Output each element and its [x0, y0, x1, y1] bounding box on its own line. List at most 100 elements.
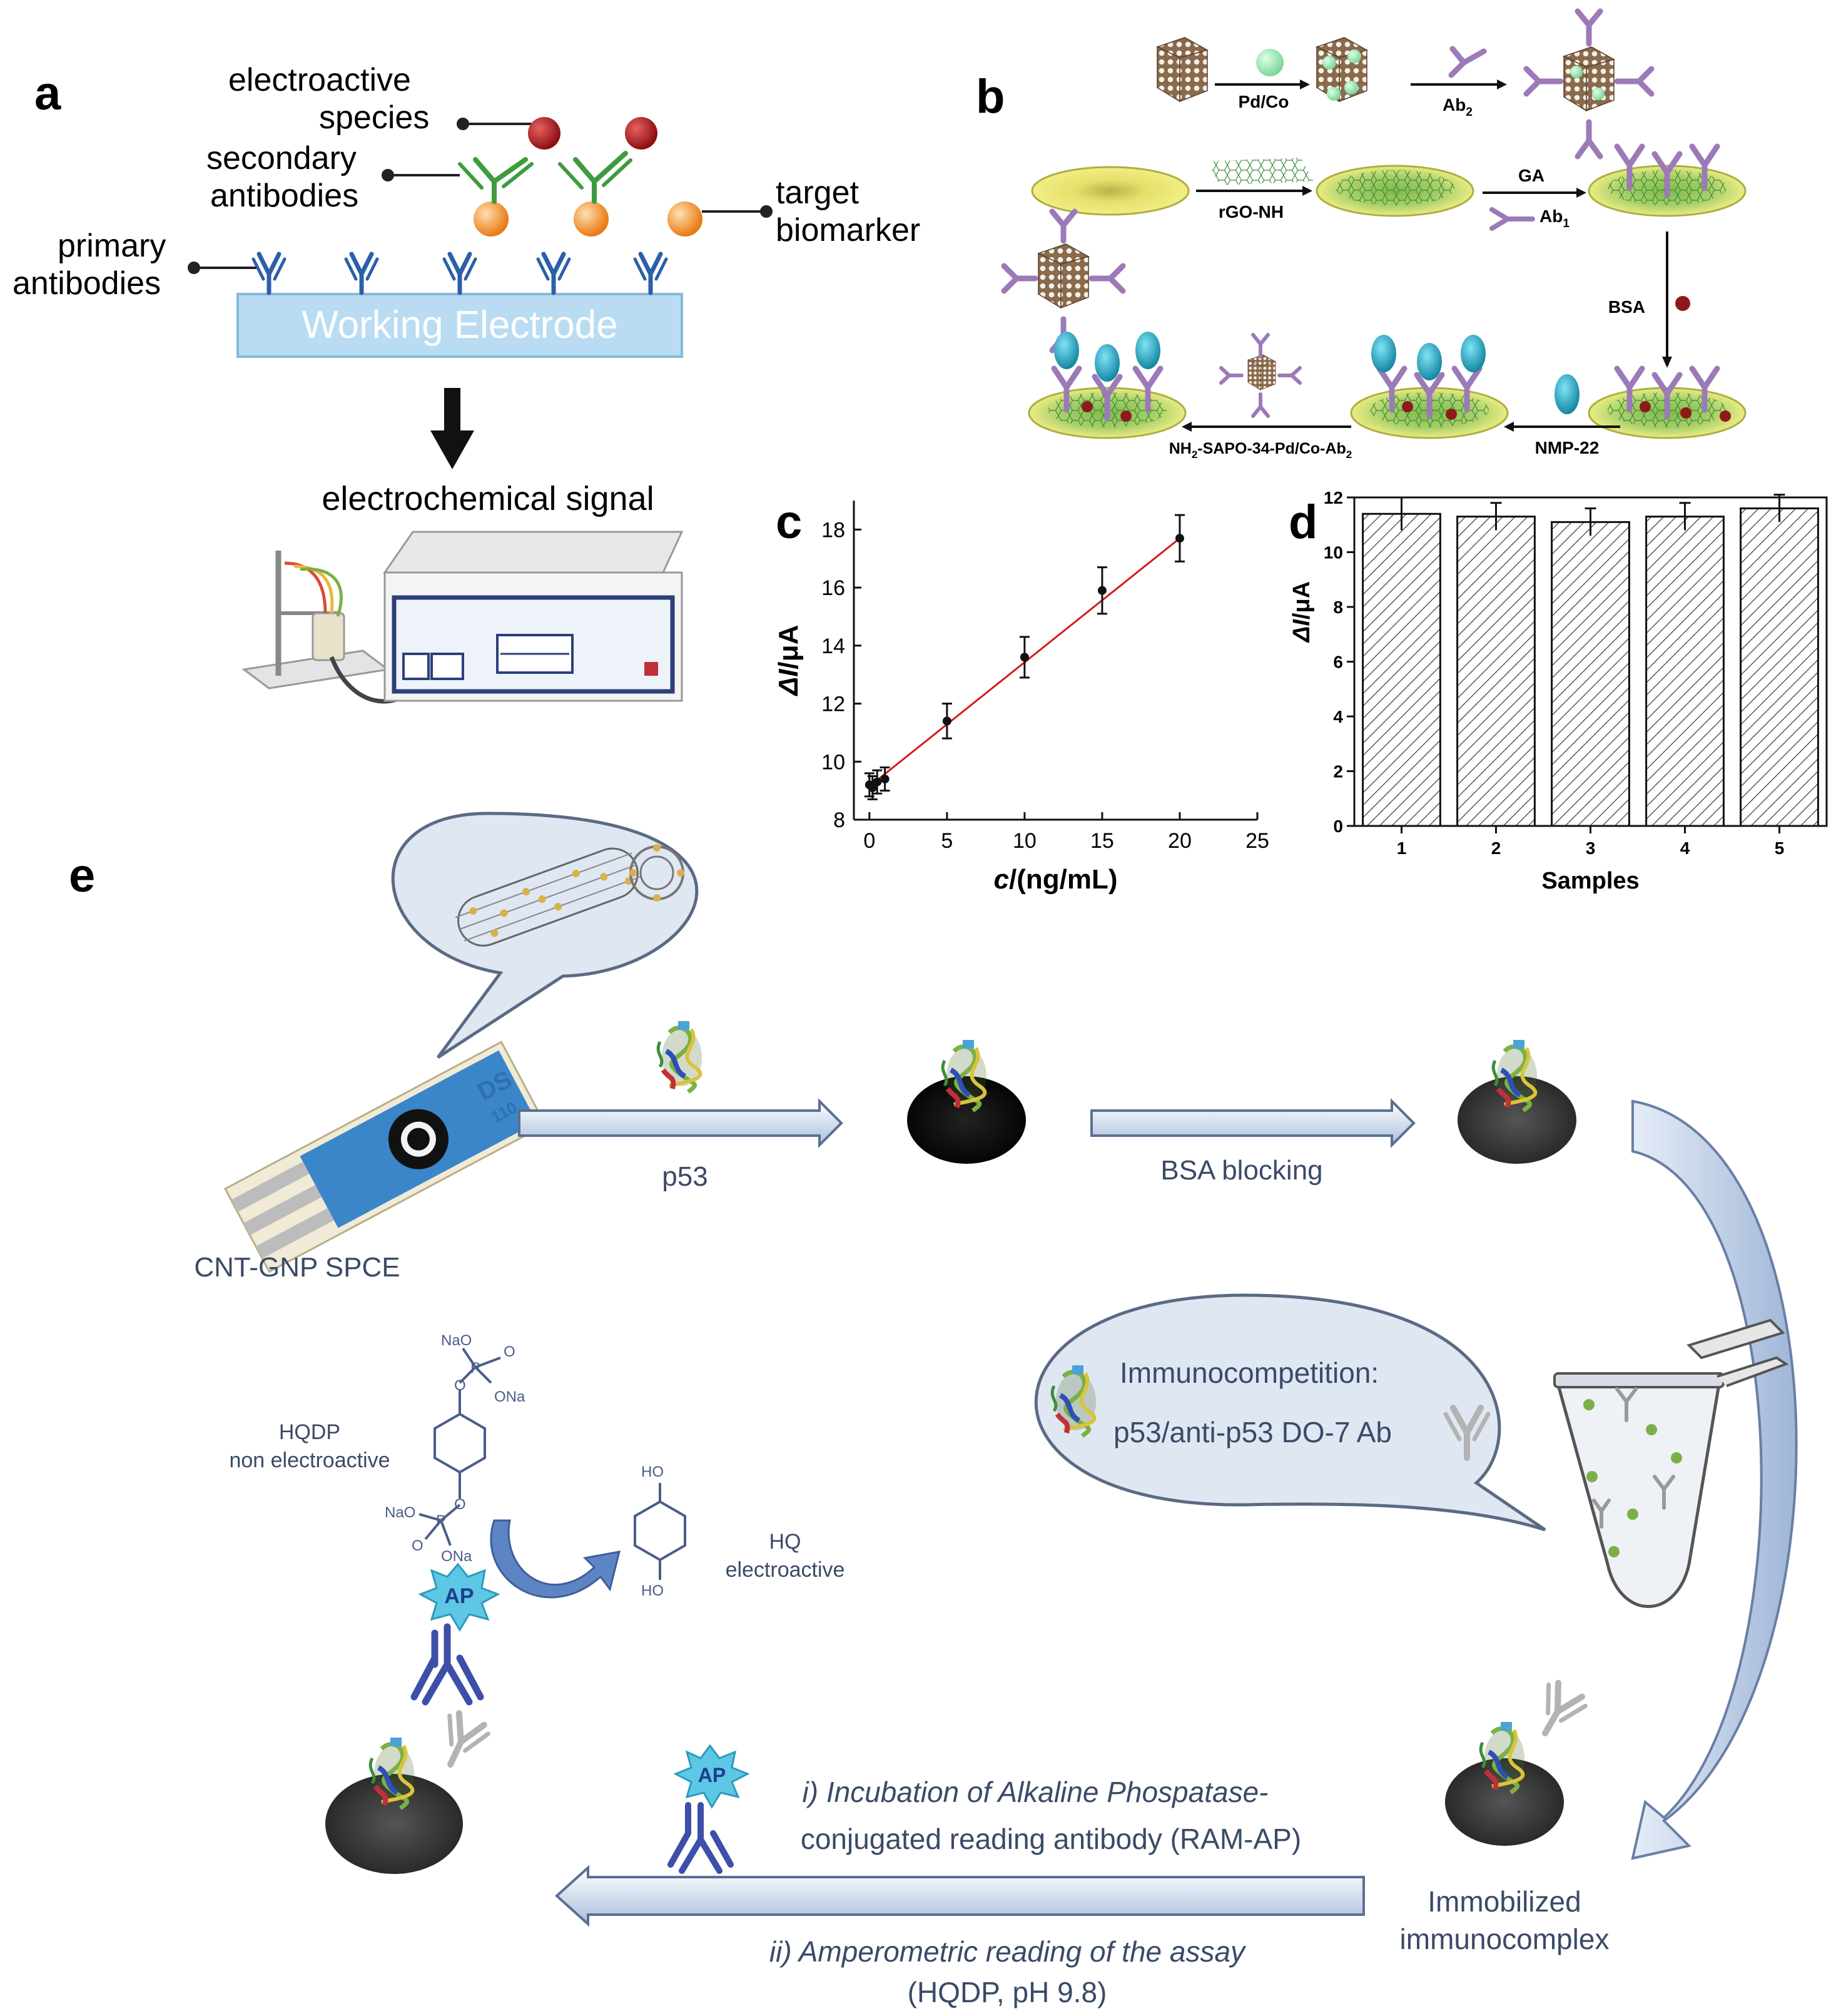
signal-label: electrochemical signal	[322, 480, 654, 517]
bar	[1645, 516, 1725, 827]
pdco-label: Pd/Co	[1239, 92, 1289, 111]
svg-text:AP: AP	[444, 1584, 474, 1608]
x-tick-label: 3	[1586, 838, 1596, 858]
p53-label: p53	[662, 1161, 707, 1192]
hqdp-molecule	[418, 1347, 501, 1546]
hq-ho-bottom: HO	[641, 1582, 664, 1599]
x-tick-label: 20	[1168, 829, 1192, 853]
data-point	[873, 777, 882, 787]
hq-sublabel: electroactive	[726, 1558, 845, 1582]
x-tick-label: 15	[1090, 829, 1114, 853]
hqdp-label: HQDP	[279, 1420, 340, 1444]
step-i-line1: i) Incubation of Alkaline Phospatase-	[803, 1776, 1269, 1808]
x-tick-label: 5	[941, 829, 953, 853]
rgo-electrode	[1316, 165, 1474, 217]
x-axis-label: Samples	[1541, 868, 1639, 894]
svg-text:ONa: ONa	[494, 1388, 525, 1405]
p53-electrode-disc	[907, 1076, 1026, 1164]
hqdp-atoms: NaO O P ONa O O NaO P O ONa	[385, 1332, 525, 1565]
bar	[1456, 516, 1536, 827]
data-point	[1175, 534, 1184, 543]
ga-label: GA	[1518, 166, 1544, 185]
hq-ho-top: HO	[641, 1464, 664, 1480]
label-species: species	[319, 99, 429, 136]
immobilized-label: Immobilized	[1428, 1885, 1581, 1918]
y-tick-label: 18	[821, 518, 845, 542]
curved-arrow-right	[1631, 1099, 1798, 1860]
working-electrode-label: Working Electrode	[302, 303, 617, 347]
final-ap-antibody	[410, 1623, 484, 1706]
antigen-electrode	[1350, 335, 1509, 439]
immunocomplex-label: immunocomplex	[1400, 1923, 1610, 1955]
label-primary: primary	[58, 228, 166, 264]
hq-label: HQ	[769, 1530, 801, 1554]
y-tick-label: 16	[821, 576, 845, 600]
x-tick-label: 0	[863, 829, 875, 853]
rgo-sheet	[1207, 158, 1314, 185]
panel-a-letter: a	[34, 67, 61, 120]
y-tick-label: 10	[1324, 543, 1343, 563]
nmp22-icon	[1554, 374, 1580, 414]
target-biomarkers	[474, 201, 702, 237]
rgo-label: rGO-NH	[1219, 202, 1284, 221]
svg-text:O: O	[454, 1496, 466, 1513]
y-tick-label: 12	[1324, 488, 1343, 507]
hq-molecule	[634, 1483, 686, 1580]
svg-text:NaO: NaO	[441, 1332, 472, 1349]
svg-text:P: P	[470, 1360, 480, 1377]
x-axis-label: c/(ng/mL)	[994, 864, 1118, 895]
bsa-blocking-label: BSA blocking	[1160, 1155, 1322, 1186]
label-biomarker: biomarker	[776, 212, 920, 248]
y-tick-label: 8	[1333, 598, 1343, 617]
spce-strip: DS 110	[223, 1041, 547, 1273]
cnt-end-ring	[629, 844, 684, 902]
svg-text:O: O	[412, 1537, 423, 1554]
final-electrode-disc	[325, 1774, 463, 1874]
sandwich-electrode	[1028, 332, 1187, 439]
x-tick-label: 1	[1397, 838, 1407, 858]
primary-antibodies	[253, 254, 666, 293]
label-target: target	[776, 175, 860, 211]
y-axis-label: ΔI/μA	[773, 625, 804, 697]
electroactive-species	[528, 117, 657, 150]
label-electroactive: electroactive	[228, 62, 411, 98]
immuno-title: Immunocompetition:	[1120, 1357, 1379, 1389]
conjugate-icon	[1219, 333, 1302, 418]
step-ii-line2: (HQDP, pH 9.8)	[908, 1976, 1107, 2008]
svg-text:O: O	[504, 1343, 515, 1360]
p53-protein-icon	[658, 1021, 702, 1092]
blocked-electrode	[1588, 369, 1747, 439]
decorated-cube-top	[1523, 8, 1655, 160]
conversion-arrow	[490, 1519, 621, 1599]
bsa-icon	[1675, 296, 1690, 311]
ram-ap-icon: AP	[667, 1744, 750, 1874]
arrow-p53	[518, 1098, 843, 1148]
nmp-label: NMP-22	[1535, 438, 1600, 457]
bar	[1740, 507, 1819, 827]
ab1-icon	[1489, 207, 1535, 231]
final-capture-antibody-icon	[431, 1710, 490, 1773]
ab1-electrode	[1588, 146, 1747, 217]
y-tick-label: 6	[1333, 653, 1343, 672]
y-tick-label: 14	[821, 634, 845, 658]
immunocomplex-antibody-icon	[1527, 1679, 1589, 1744]
x-tick-label: 25	[1245, 829, 1269, 853]
secondary-antibodies	[458, 151, 632, 204]
immunocomplex-disc	[1445, 1758, 1564, 1846]
data-point	[1020, 653, 1029, 662]
y-tick-label: 2	[1333, 762, 1343, 781]
x-tick-label: 2	[1491, 838, 1501, 858]
data-point	[1097, 586, 1107, 595]
step-ii-line1: ii) Amperometric reading of the assay	[769, 1935, 1247, 1968]
sapo-cube	[1157, 37, 1208, 102]
y-tick-label: 12	[821, 693, 845, 716]
arrow-bottom	[555, 1865, 1365, 1927]
panel-b: b Pd/Co Ab2	[976, 8, 1747, 461]
svg-text:ONa: ONa	[441, 1548, 472, 1565]
x-tick-label: 10	[1013, 829, 1037, 853]
step-i-line2: conjugated reading antibody (RAM-AP)	[801, 1823, 1301, 1855]
svg-text:AP: AP	[698, 1764, 726, 1786]
pdco-particle	[1256, 49, 1284, 76]
label-primary-antibodies: antibodies	[13, 265, 161, 302]
